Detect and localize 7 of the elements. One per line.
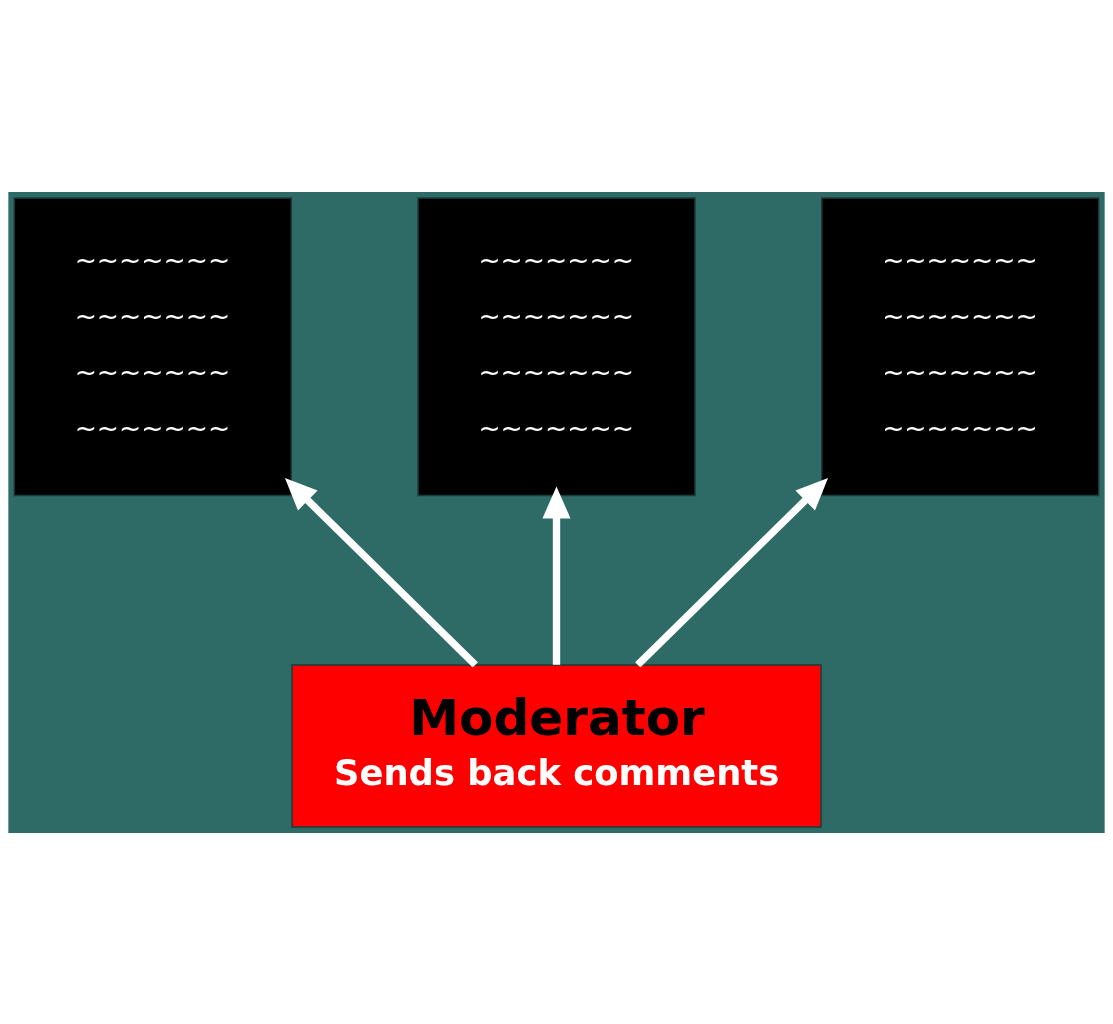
arrow [542, 485, 571, 665]
arrow [635, 477, 829, 667]
node-box: ~~~~~~~ ~~~~~~~ ~~~~~~~ ~~~~~~~ [821, 196, 1100, 496]
node-box: ~~~~~~~ ~~~~~~~ ~~~~~~~ ~~~~~~~ [13, 196, 292, 496]
node-box: Moderator Sends back comments [291, 663, 822, 828]
arrow [284, 477, 478, 667]
node-box: ~~~~~~~ ~~~~~~~ ~~~~~~~ ~~~~~~~ [417, 196, 696, 496]
